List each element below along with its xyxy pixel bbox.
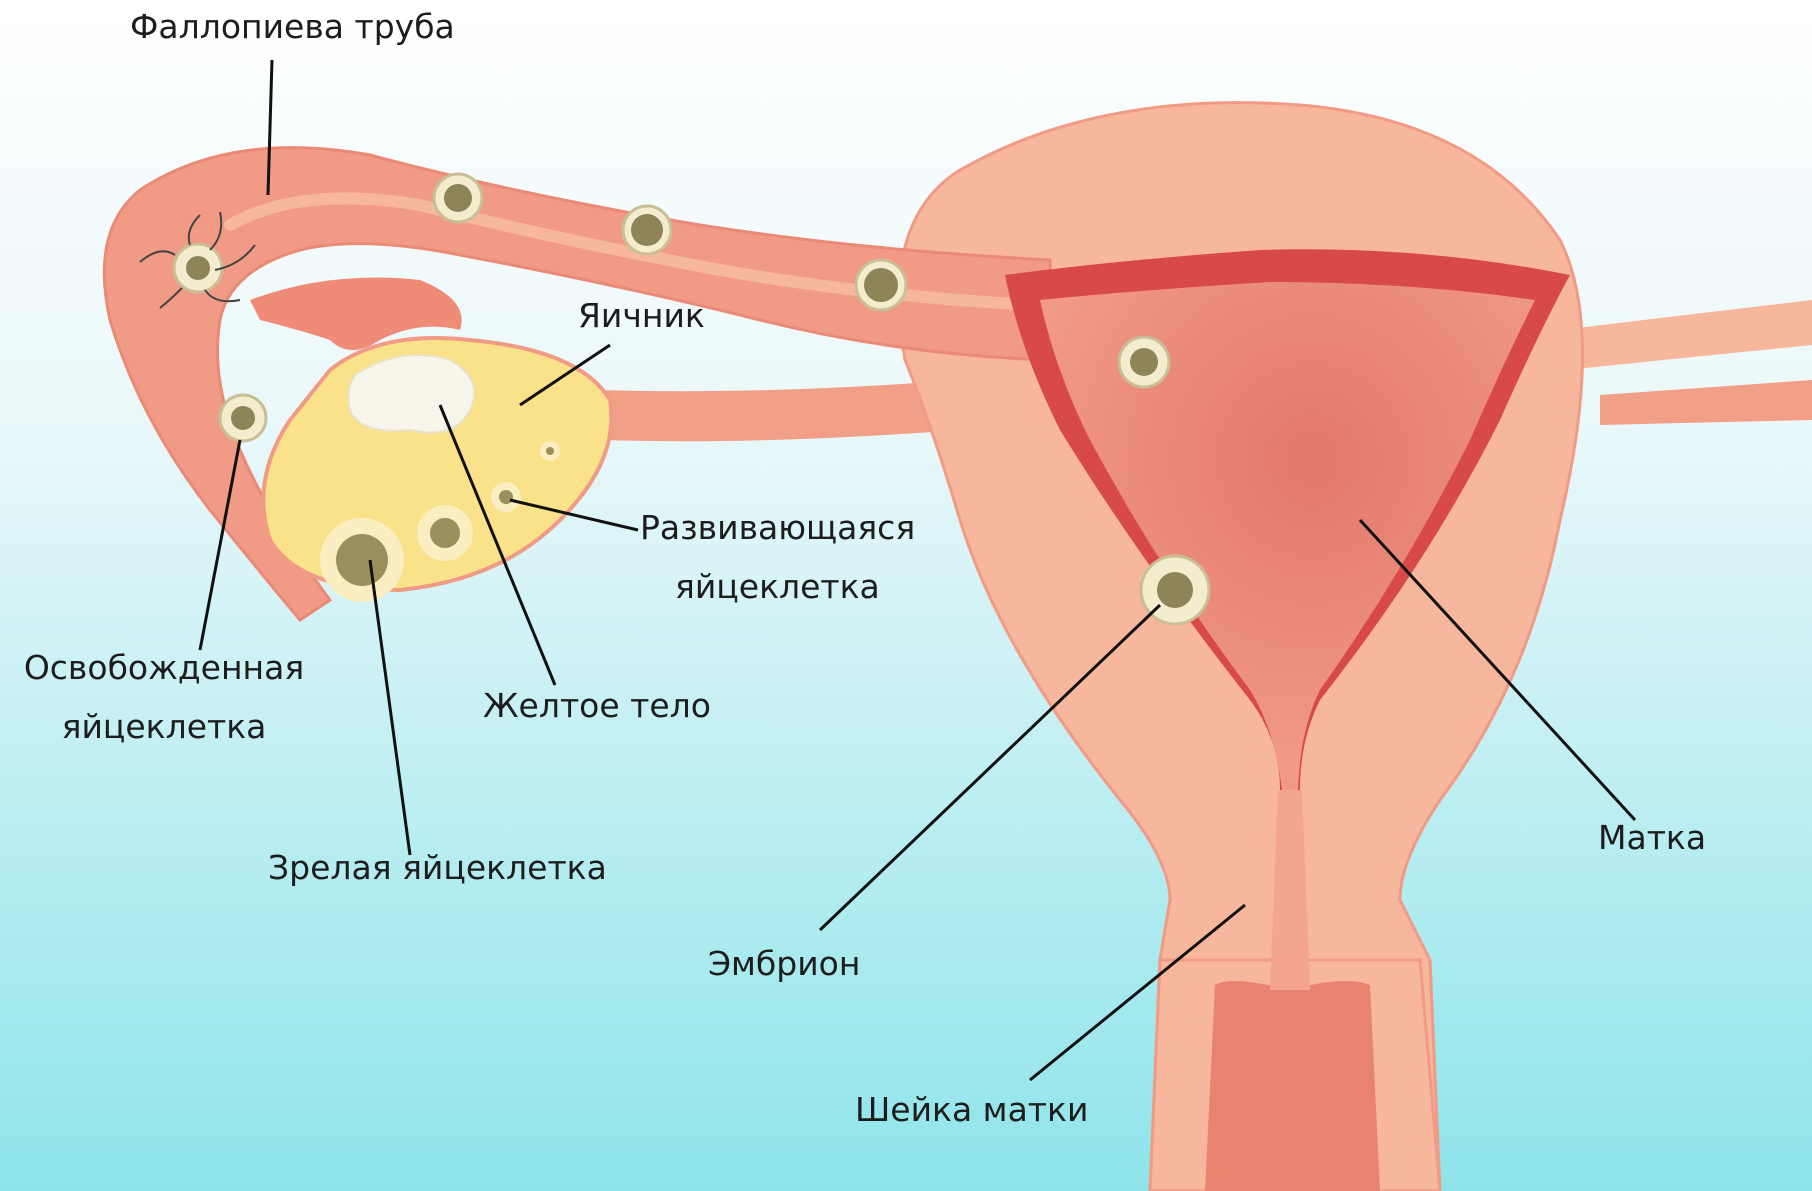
label-ovary: Яичник bbox=[578, 286, 705, 346]
label-mature-egg: Зрелая яйцеклетка bbox=[268, 838, 607, 898]
label-developing-egg-line2: яйцеклетка bbox=[675, 557, 880, 617]
label-corpus-luteum: Желтое тело bbox=[483, 676, 711, 736]
corpus-luteum-shape bbox=[348, 355, 474, 433]
label-uterus: Матка bbox=[1598, 808, 1706, 868]
label-released-egg-line1: Освобожденная bbox=[14, 638, 314, 698]
label-released-egg-line2: яйцеклетка bbox=[14, 697, 314, 757]
label-fallopian-tube: Фаллопиева труба bbox=[130, 0, 455, 57]
label-cervix: Шейка матки bbox=[855, 1080, 1088, 1140]
label-developing-egg-line1: Развивающаяся bbox=[640, 498, 915, 558]
cervix-canal bbox=[1205, 981, 1380, 1191]
label-embryon: Эмбрион bbox=[708, 934, 860, 994]
